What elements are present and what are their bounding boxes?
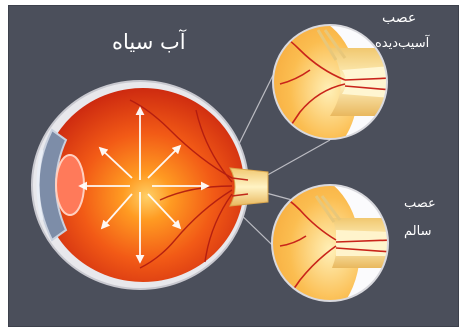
- damaged-nerve-label-line2: آسیب‌دیده: [375, 36, 429, 51]
- healthy-nerve-label-line1: عصب: [404, 196, 436, 211]
- optic-nerve-closeup-damaged: [242, 15, 392, 165]
- healthy-nerve-label-line2: سالم: [404, 224, 431, 239]
- diagram-title: آب سیاه: [112, 30, 186, 54]
- damaged-nerve-label-line1: عصب: [382, 10, 416, 26]
- eyeball-illustration: [32, 81, 268, 289]
